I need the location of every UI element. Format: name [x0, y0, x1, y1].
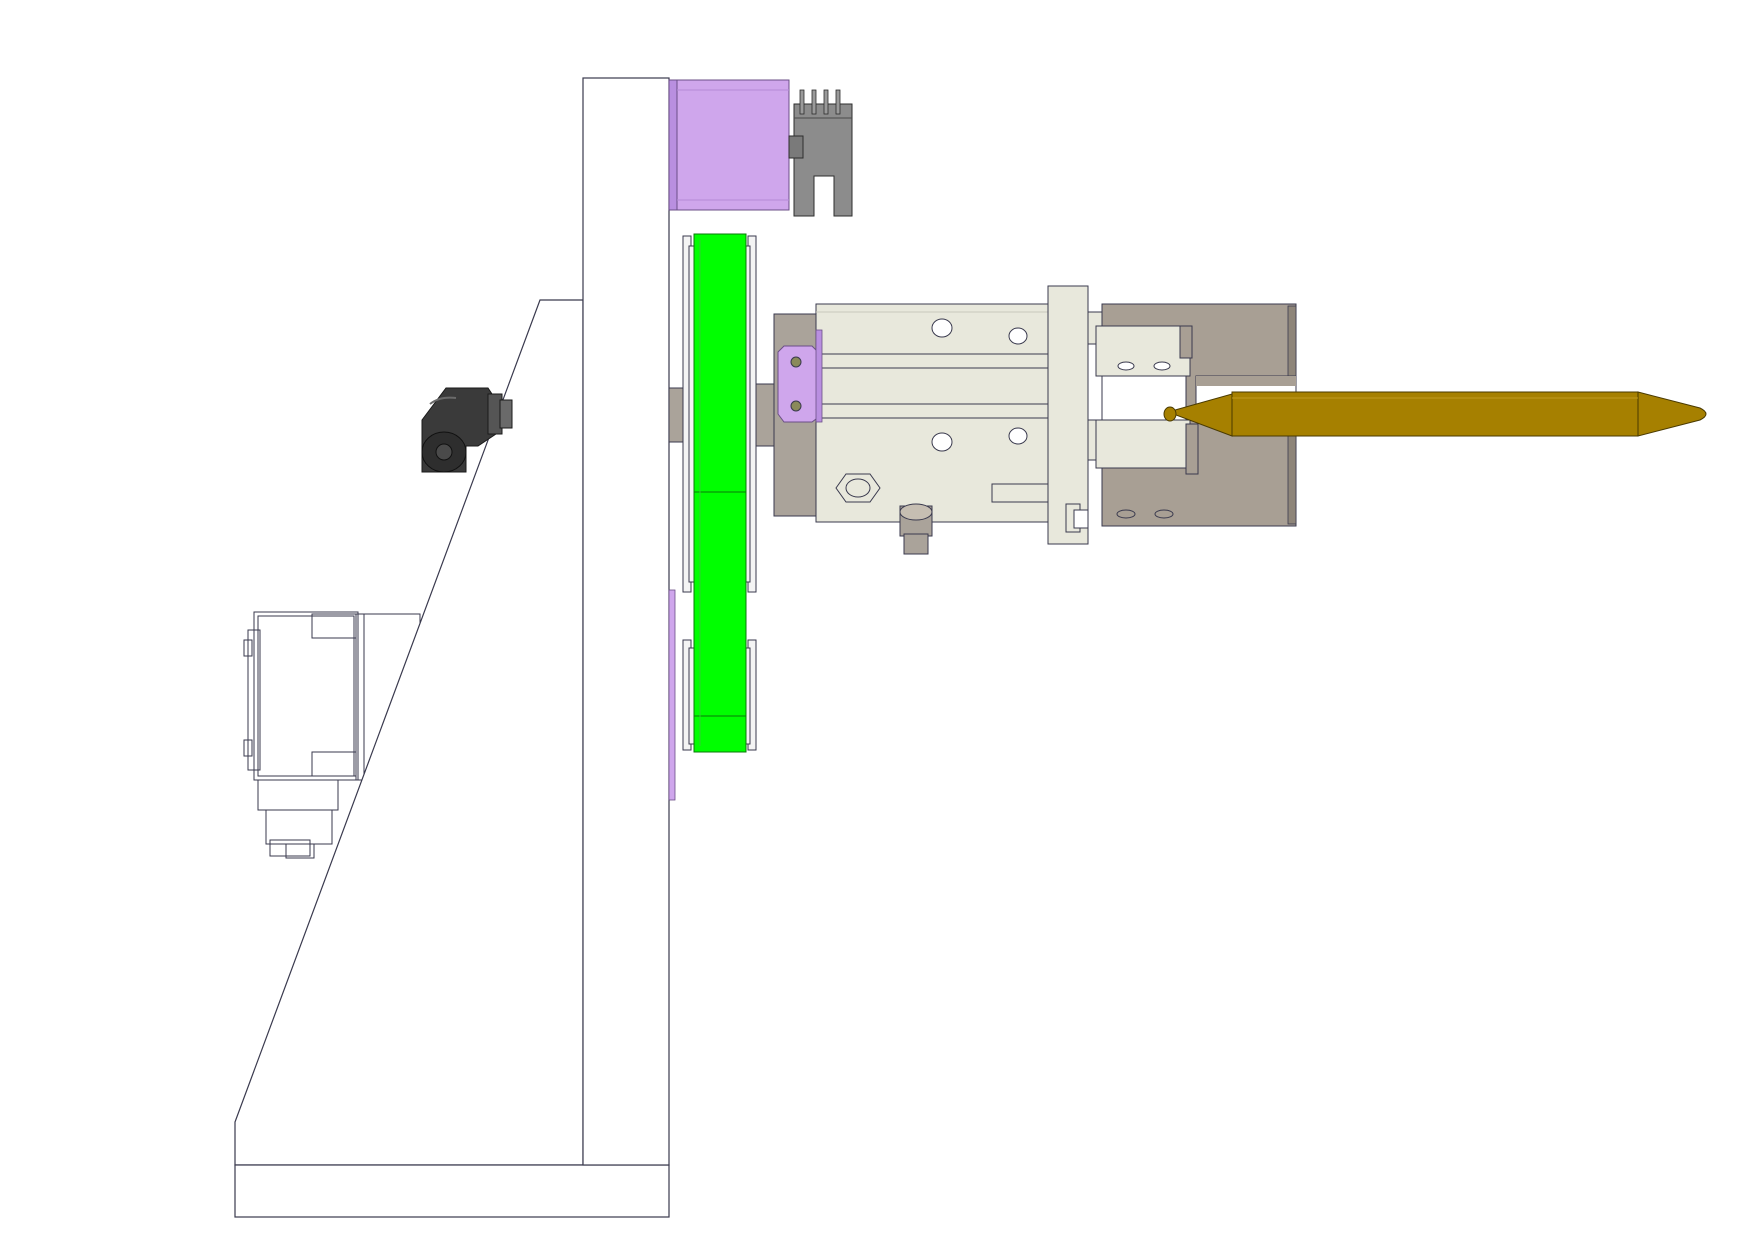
lower-pulley: [682, 639, 757, 751]
rotary-cylinder: [773, 303, 1049, 555]
gusset: [234, 299, 584, 1166]
base-plate: [234, 1164, 670, 1218]
air-fitting: [421, 387, 513, 473]
workpiece-pin: [1163, 391, 1707, 437]
timing-belt: [693, 233, 747, 753]
vertical-plate: [582, 77, 670, 1166]
mounting-strip: [668, 589, 676, 801]
gripper-flange: [1047, 285, 1103, 545]
cylinder-bracket: [777, 329, 823, 423]
stepper-motor: [668, 79, 790, 211]
motor-connector: [788, 89, 853, 217]
parallel-gripper: [1095, 303, 1297, 527]
